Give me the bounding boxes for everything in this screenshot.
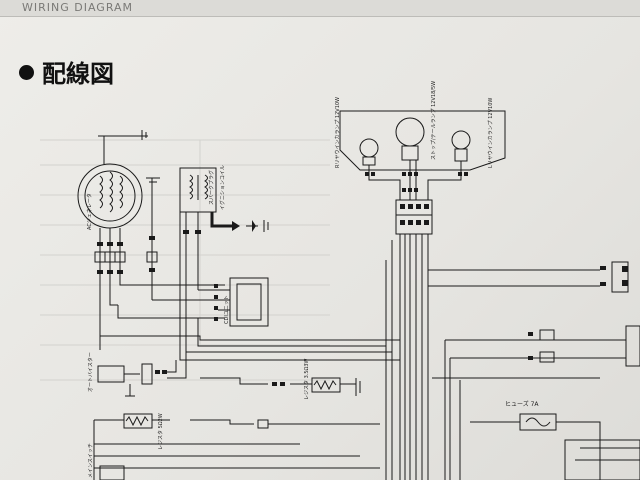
main-switch-box [99, 465, 125, 480]
label-fuse: ヒューズ 7A [505, 400, 539, 408]
page-header-strip: WIRING DIAGRAM [0, 0, 640, 17]
label-resistor-2: レジスタ 5Ω2W [157, 413, 164, 450]
label-cdi-unit: CDIユニット [224, 295, 230, 324]
right-harness [428, 261, 640, 480]
label-main-switch: メインスイッチ [88, 443, 94, 478]
main-harness-trunk [385, 234, 429, 480]
label-auto-choke: オートバイスター [87, 352, 94, 392]
diagram-labels: Rリヤウインカランプ 12V10W ストップ/テールランプ 12V18/5W L… [86, 81, 539, 478]
lamp-left-bulb [451, 130, 471, 162]
label-ignition-coil: イグニションコイル [219, 165, 226, 210]
label-spark-plug: スパークプラグ [208, 170, 215, 205]
harness-junction [395, 199, 433, 235]
auto-choke [97, 365, 125, 383]
label-resistor: レジスタ 3.5Ω3W [303, 358, 310, 400]
label-lamp-left: Lリヤウインカランプ 12V10W [487, 98, 494, 168]
label-lamp-right: Rリヤウインカランプ 12V10W [334, 97, 341, 168]
label-lamp-tail: ストップ/テールランプ 12V18/5W [431, 81, 437, 160]
lamp-right-bulb [359, 138, 379, 166]
ac-generator [77, 163, 143, 229]
resistor-box [311, 377, 341, 393]
title-bullet [19, 65, 34, 80]
page-header-text: WIRING DIAGRAM [22, 1, 134, 14]
lamp-tail-bulb [395, 117, 425, 161]
lower-harness [99, 212, 400, 361]
lamp-housing [339, 110, 506, 171]
cdi-unit-box [229, 277, 269, 327]
label-ac-generator: ACジェネレータ [86, 193, 93, 230]
page-title: 配線図 [42, 60, 114, 88]
